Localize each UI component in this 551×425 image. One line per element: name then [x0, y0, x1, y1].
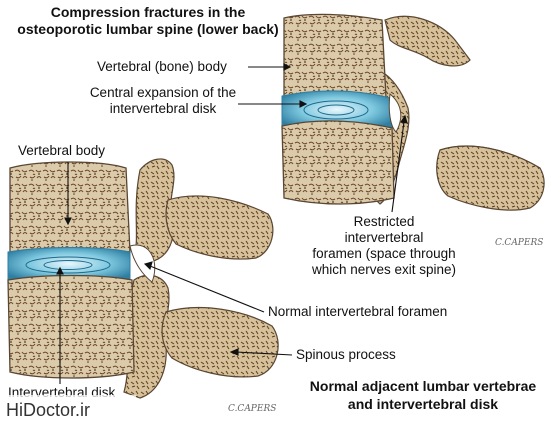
top-title-line-1: Compression fractures in the: [50, 4, 246, 20]
normal-vertebral-body-lower: [7, 274, 135, 379]
normal-vertebral-body-upper: [9, 161, 131, 253]
upper-spinous-process: [384, 15, 471, 67]
restricted-foramen-shape: [388, 93, 402, 133]
bottom-title: Normal adjacent lumbar vertebrae and int…: [298, 377, 548, 413]
bottom-title-line-1: Normal adjacent lumbar vertebrae: [309, 378, 537, 394]
leader-spinous-process: [235, 351, 293, 356]
top-title: Compression fractures in the osteoporoti…: [6, 4, 290, 38]
label-vertebral-body: Vertebral body: [18, 143, 106, 158]
label-spinous-process: Spinous process: [296, 347, 396, 362]
label-central-expansion-line-2: intervertebral disk: [109, 101, 217, 116]
label-central-expansion: Central expansion of the intervertebral …: [82, 85, 244, 117]
normal-spine-section: [7, 158, 279, 399]
label-restricted-foramen: Restricted intervertebral foramen (space…: [296, 214, 472, 278]
normal-foramen-shape: [129, 244, 156, 283]
label-central-expansion-line-1: Central expansion of the: [89, 85, 237, 100]
leader-restricted-foramen: [391, 121, 405, 213]
label-normal-foramen: Normal intervertebral foramen: [268, 304, 448, 319]
upper-spinous-process-lower: [436, 145, 545, 211]
label-vertebral-bone-body: Vertebral (bone) body: [97, 59, 227, 74]
label-restricted-foramen-line-2: intervertebral: [344, 230, 424, 245]
artist-signature-top: C.CAPERS: [495, 238, 544, 248]
normal-lower-spinous-process: [161, 307, 279, 378]
top-title-line-2: osteoporotic lumbar spine (lower back): [17, 21, 279, 37]
bottom-title-line-2: and intervertebral disk: [347, 396, 499, 412]
leader-normal-foramen: [149, 265, 265, 313]
artist-signature-bottom: C.CAPERS: [228, 404, 277, 414]
watermark: HiDoctor.ir: [0, 395, 136, 425]
label-restricted-foramen-line-4: which nerves exit spine): [311, 262, 457, 277]
osteoporotic-vertebral-body-lower: [281, 120, 395, 205]
leader-lines: [56, 63, 408, 384]
label-restricted-foramen-line-1: Restricted: [353, 214, 415, 229]
label-restricted-foramen-line-3: foramen (space through: [312, 246, 456, 261]
normal-upper-spinous-process: [165, 195, 274, 260]
osteoporotic-vertebral-body-upper: [283, 13, 387, 99]
osteoporotic-spine-section: [281, 13, 545, 211]
